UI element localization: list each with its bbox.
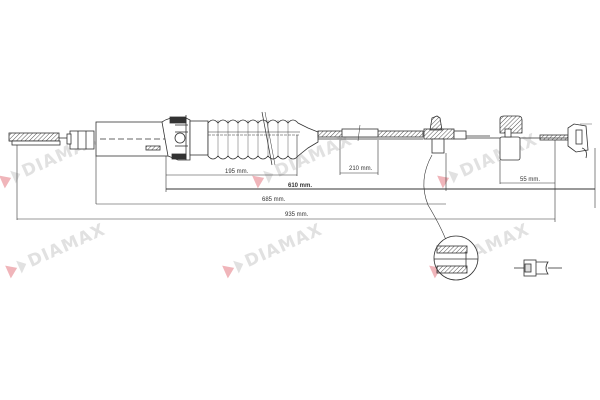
right-stop-block [499,115,523,161]
bulkhead-grommet [423,115,490,154]
dim-label-685: 685 mm. [262,197,286,203]
self-adjust-mechanism [145,115,191,161]
dim-label-55: 55 mm. [520,177,540,183]
rubber-boot [189,111,319,166]
left-end-fitting [8,132,70,146]
end-fitting-detail [514,259,562,277]
cable-sheath [317,124,424,142]
connector-nut [66,130,95,150]
dim-label-210: 210 mm. [349,166,373,172]
dim-label-935: 935 mm. [285,212,309,218]
cable-cross-section-detail [433,235,479,281]
adjuster-cylinder [95,121,171,157]
right-end-fitting [539,123,592,159]
dimension-lines [16,135,596,222]
dim-label-610: 610 mm. [288,183,312,189]
detail-leader-line [423,154,447,241]
dim-label-195: 195 mm. [225,169,249,175]
